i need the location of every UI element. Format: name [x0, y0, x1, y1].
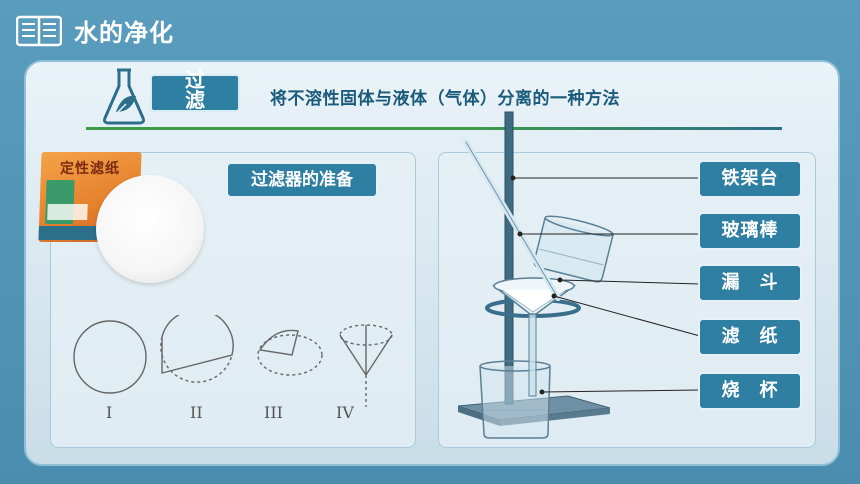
label-iron-stand: 铁架台 [698, 160, 802, 198]
divider [86, 127, 782, 130]
step-2-half [160, 315, 234, 383]
prep-badge: 过滤器的准备 [226, 162, 378, 198]
folding-steps [73, 315, 393, 407]
label-funnel: 漏 斗 [698, 264, 802, 302]
top-bar: 水的净化 [0, 0, 860, 56]
step-4-cone [339, 324, 393, 407]
book-icon [16, 15, 62, 47]
label-glass-rod: 玻璃棒 [698, 212, 802, 250]
filter-box-label: 定性滤纸 [60, 161, 120, 177]
filter-paper-circle [96, 175, 204, 283]
beaker [479, 360, 551, 439]
section-badge-line2: 滤 [185, 88, 205, 112]
definition-text: 将不溶性固体与液体（气体）分离的一种方法 [270, 89, 620, 109]
step-label-4: IV [336, 403, 354, 422]
step-label-2: II [190, 403, 203, 422]
funnel-stem [528, 313, 537, 397]
step-1-circle [73, 320, 147, 394]
step-label-1: I [106, 403, 113, 422]
page-title: 水的净化 [74, 19, 174, 47]
filtration-apparatus [457, 111, 701, 439]
section-badge: 过 滤 [150, 70, 240, 112]
section-badge-line1: 过 [185, 68, 205, 92]
step-3-quarter [257, 329, 323, 376]
label-beaker: 烧 杯 [698, 372, 802, 410]
label-filter-paper: 滤 纸 [698, 318, 802, 356]
step-label-3: III [264, 403, 283, 422]
flask-leaf-icon [103, 68, 145, 125]
stand-rod [504, 111, 514, 405]
